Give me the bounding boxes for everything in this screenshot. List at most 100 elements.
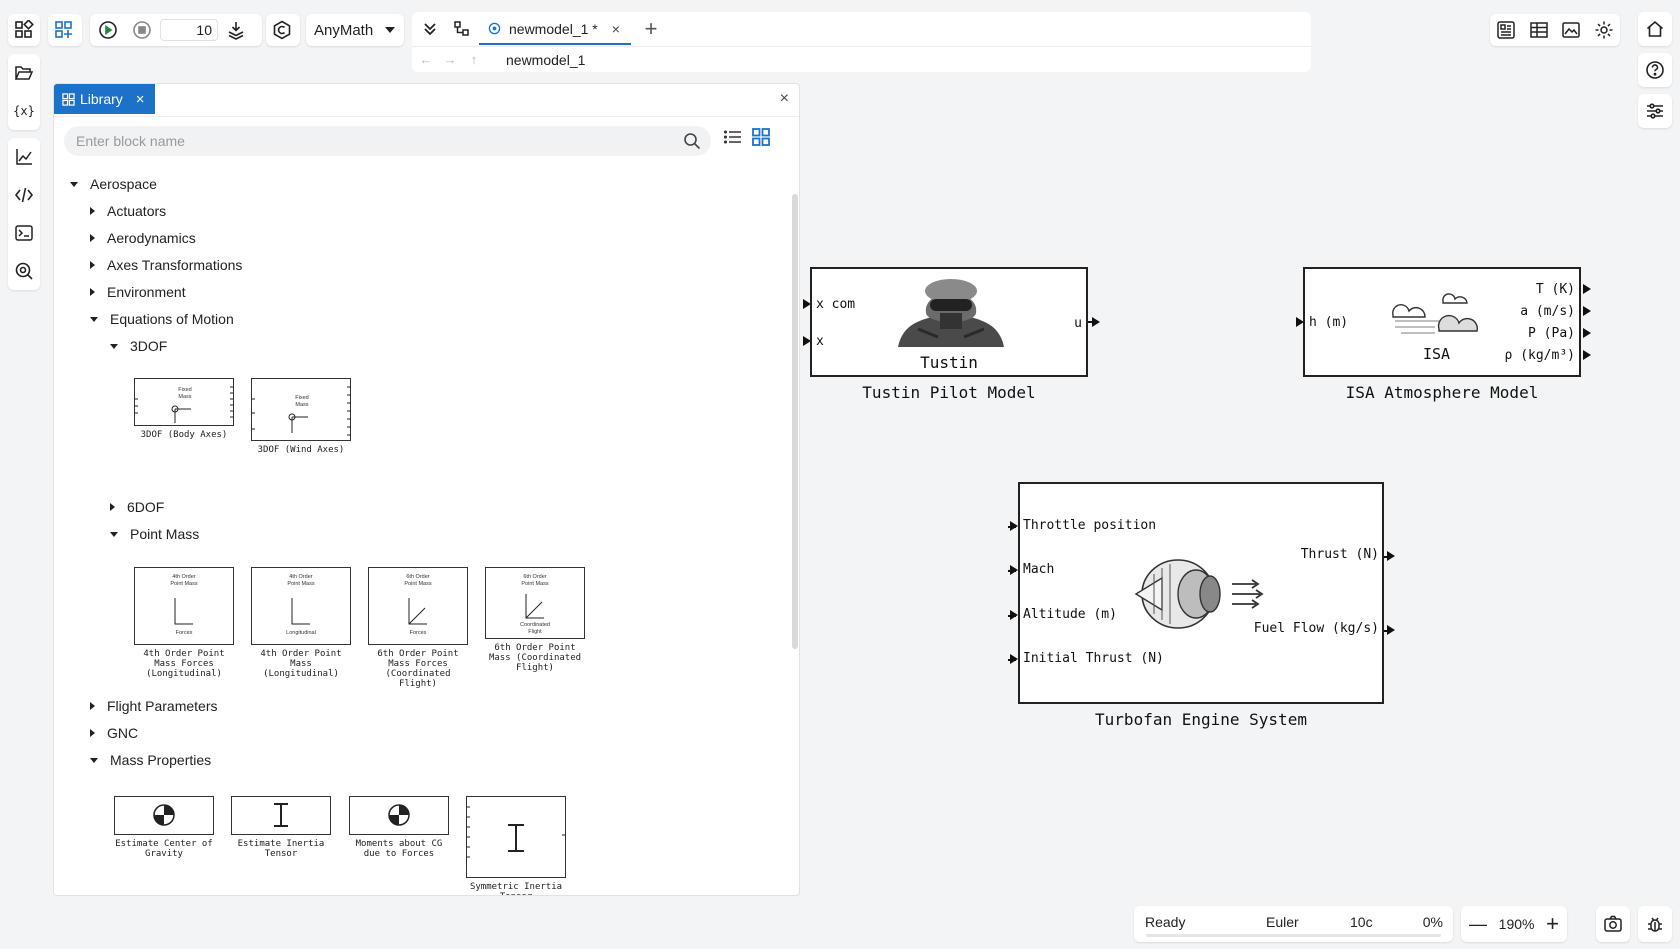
tab-close-button[interactable]: × — [611, 20, 620, 37]
input-port-arrow[interactable] — [1010, 521, 1018, 531]
language-dropdown[interactable]: AnyMath — [306, 14, 404, 46]
up-arrow-icon[interactable]: ↑ — [470, 52, 478, 67]
camera-icon[interactable] — [1596, 906, 1630, 942]
block-library-icon[interactable] — [8, 14, 40, 46]
dashboard-icon[interactable] — [1490, 14, 1522, 46]
tree-item-equations-of-motion[interactable]: Equations of Motion — [90, 309, 234, 329]
tab-newmodel-1[interactable]: newmodel_1 * × — [479, 14, 631, 45]
tree-item-environment[interactable]: Environment — [90, 282, 186, 302]
tree-item-aerospace[interactable]: Aerospace — [70, 174, 157, 194]
input-port-arrow[interactable] — [1010, 565, 1018, 575]
tree-item-aerodynamics[interactable]: Aerodynamics — [90, 228, 196, 248]
view-toggle — [723, 127, 771, 147]
tree-item-axes-transformations[interactable]: Axes Transformations — [90, 255, 242, 275]
list-view-icon[interactable] — [723, 127, 743, 147]
zoom-level[interactable]: 190% — [1498, 916, 1535, 932]
svg-text:Coordinated: Coordinated — [520, 622, 550, 628]
output-port-arrow[interactable] — [1583, 306, 1591, 316]
image-icon[interactable] — [1555, 14, 1587, 46]
help-icon[interactable] — [1638, 53, 1672, 87]
tree-item-flight-parameters[interactable]: Flight Parameters — [90, 696, 217, 716]
breadcrumb-bar: ← → ↑ newmodel_1 — [412, 46, 1311, 72]
search-icon[interactable] — [683, 132, 701, 150]
input-port-arrow[interactable] — [1010, 610, 1018, 620]
sidebar-group-tools — [8, 138, 40, 290]
breadcrumb[interactable]: newmodel_1 — [506, 51, 586, 68]
hierarchy-icon[interactable] — [446, 13, 478, 45]
collapsed-icon — [90, 288, 95, 296]
grid-view-icon[interactable] — [751, 127, 771, 147]
code-generation-icon[interactable] — [266, 14, 298, 46]
table-icon[interactable] — [1523, 14, 1555, 46]
add-tab-button[interactable]: + — [644, 16, 658, 41]
zoom-in-button[interactable]: + — [1546, 911, 1559, 936]
add-block-icon[interactable] — [48, 14, 80, 46]
output-port-arrow[interactable] — [1583, 350, 1591, 360]
svg-text:Point Mass: Point Mass — [404, 581, 431, 587]
output-port-arrow[interactable] — [1387, 551, 1395, 561]
output-port-arrow[interactable] — [1583, 284, 1591, 294]
output-port-arrow[interactable] — [1583, 328, 1591, 338]
zoom-out-button[interactable]: — — [1469, 913, 1487, 934]
zoom-search-icon[interactable] — [8, 252, 40, 290]
sidebar-group-files: {x} — [8, 54, 40, 130]
input-port-arrow[interactable] — [1296, 317, 1304, 327]
port-label-u: u — [1074, 316, 1082, 331]
tree-item-actuators[interactable]: Actuators — [90, 201, 166, 221]
simulation-settings-icon[interactable] — [220, 14, 252, 46]
tab-library[interactable]: Library × — [54, 84, 155, 114]
tree-item-gnc[interactable]: GNC — [90, 723, 138, 743]
open-folder-icon[interactable] — [8, 54, 40, 92]
simulation-time-input[interactable]: 10 — [160, 19, 218, 41]
output-port-arrow[interactable] — [1092, 317, 1100, 327]
chart-icon[interactable] — [8, 138, 40, 176]
collapsed-icon — [90, 207, 95, 215]
forward-arrow-icon[interactable]: → — [443, 52, 457, 67]
collapse-all-icon[interactable] — [414, 13, 446, 45]
block-search-input[interactable]: Enter block name — [64, 126, 711, 156]
left-sidebar: {x} — [8, 44, 40, 298]
output-port-arrow[interactable] — [1387, 625, 1395, 635]
gear-icon[interactable] — [1588, 14, 1620, 46]
input-port-arrow[interactable] — [1010, 654, 1018, 664]
port-label-altitude: Altitude (m) — [1023, 607, 1117, 622]
tree-item-3dof[interactable]: 3DOF — [110, 336, 167, 356]
variables-icon[interactable]: {x} — [8, 92, 40, 130]
block-tustin-pilot-model[interactable]: x com x u Tustin — [810, 267, 1088, 377]
terminal-icon[interactable] — [8, 214, 40, 252]
tree-item-point-mass[interactable]: Point Mass — [110, 524, 199, 544]
stop-icon[interactable] — [126, 14, 158, 46]
library-scrollbar[interactable] — [792, 194, 798, 649]
library-block-estimate-cg[interactable]: Estimate Center of Gravity — [114, 796, 214, 859]
expanded-icon — [90, 316, 98, 322]
block-isa-atmosphere-model[interactable]: h (m) T (K) a (m/s) P (Pa) ρ (kg/m³) ISA — [1303, 267, 1581, 377]
block-turbofan-engine-system[interactable]: Throttle position Mach Altitude (m) Init… — [1018, 482, 1384, 704]
input-port-arrow[interactable] — [803, 336, 811, 346]
library-panel-close-button[interactable]: × — [779, 90, 789, 107]
library-block-estimate-inertia[interactable]: Estimate Inertia Tensor — [231, 796, 331, 859]
library-tab-close-button[interactable]: × — [135, 90, 145, 108]
back-arrow-icon[interactable]: ← — [419, 52, 433, 67]
tree-item-mass-properties[interactable]: Mass Properties — [90, 750, 211, 770]
code-icon[interactable] — [8, 176, 40, 214]
status-time: 10c — [1350, 914, 1373, 930]
debug-bug-icon[interactable] — [1638, 906, 1672, 942]
input-port-arrow[interactable] — [803, 299, 811, 309]
tree-label: 3DOF — [130, 338, 168, 354]
tree-item-6dof[interactable]: 6DOF — [110, 497, 164, 517]
block-caption: Estimate Inertia Tensor — [237, 839, 325, 859]
home-icon[interactable] — [1638, 12, 1672, 46]
adjustments-icon[interactable] — [1638, 94, 1672, 128]
library-block-symmetric-inertia[interactable]: Symmetric Inertia Tensor — [466, 796, 566, 895]
library-header: Library × × — [54, 84, 799, 117]
block-caption: 6th Order Point Mass Forces (Coordinated… — [377, 649, 459, 689]
block-inner-label: ISA — [1423, 345, 1451, 363]
library-block-moments-cg[interactable]: Moments about CG due to Forces — [349, 796, 449, 859]
run-icon[interactable] — [92, 14, 124, 46]
